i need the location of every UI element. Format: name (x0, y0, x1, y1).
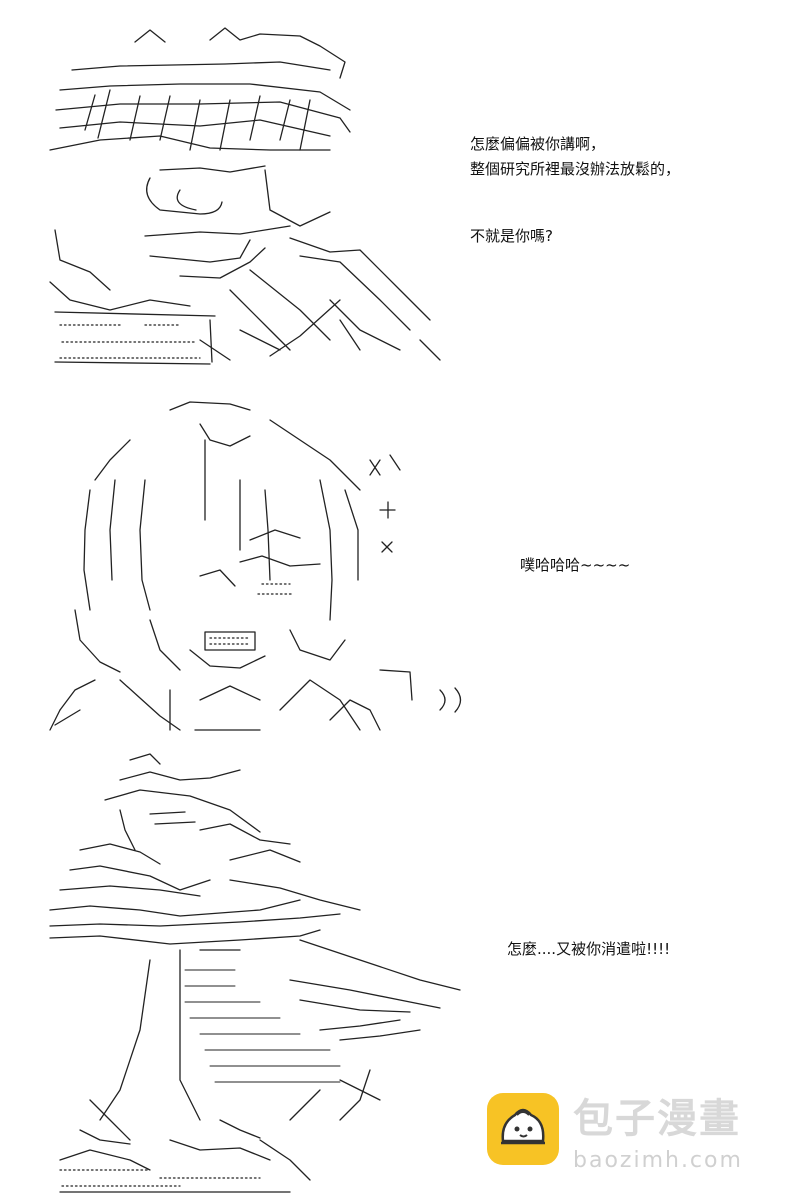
panel-1: 怎麼偏偏被你講啊， 整個研究所裡最沒辦法放鬆的， 不就是你嗎? (0, 0, 800, 380)
dialogue-line: 怎麼....又被你消遣啦!!!! (507, 940, 671, 958)
dialogue-line: 噗哈哈哈~~~~ (520, 556, 631, 574)
panel-2: 噗哈哈哈~~~~ (0, 380, 800, 740)
dialogue-line: 不就是你嗎? (470, 227, 553, 245)
bun-logo-icon (487, 1093, 559, 1165)
watermark-url: baozimh.com (573, 1148, 743, 1173)
site-watermark: 包子漫畫 baozimh.com (487, 1093, 787, 1183)
watermark-title: 包子漫畫 (573, 1096, 741, 1142)
ascii-art-character-embarrassed (49, 753, 461, 1193)
ascii-art-character-resting-head (49, 27, 441, 365)
dialogue-line: 整個研究所裡最沒辦法放鬆的， (470, 160, 681, 178)
panel-3: 怎麼....又被你消遣啦!!!! (0, 740, 800, 1200)
dialogue-line: 怎麼偏偏被你講啊， (470, 135, 606, 153)
ascii-art-character-laughing (49, 401, 462, 731)
